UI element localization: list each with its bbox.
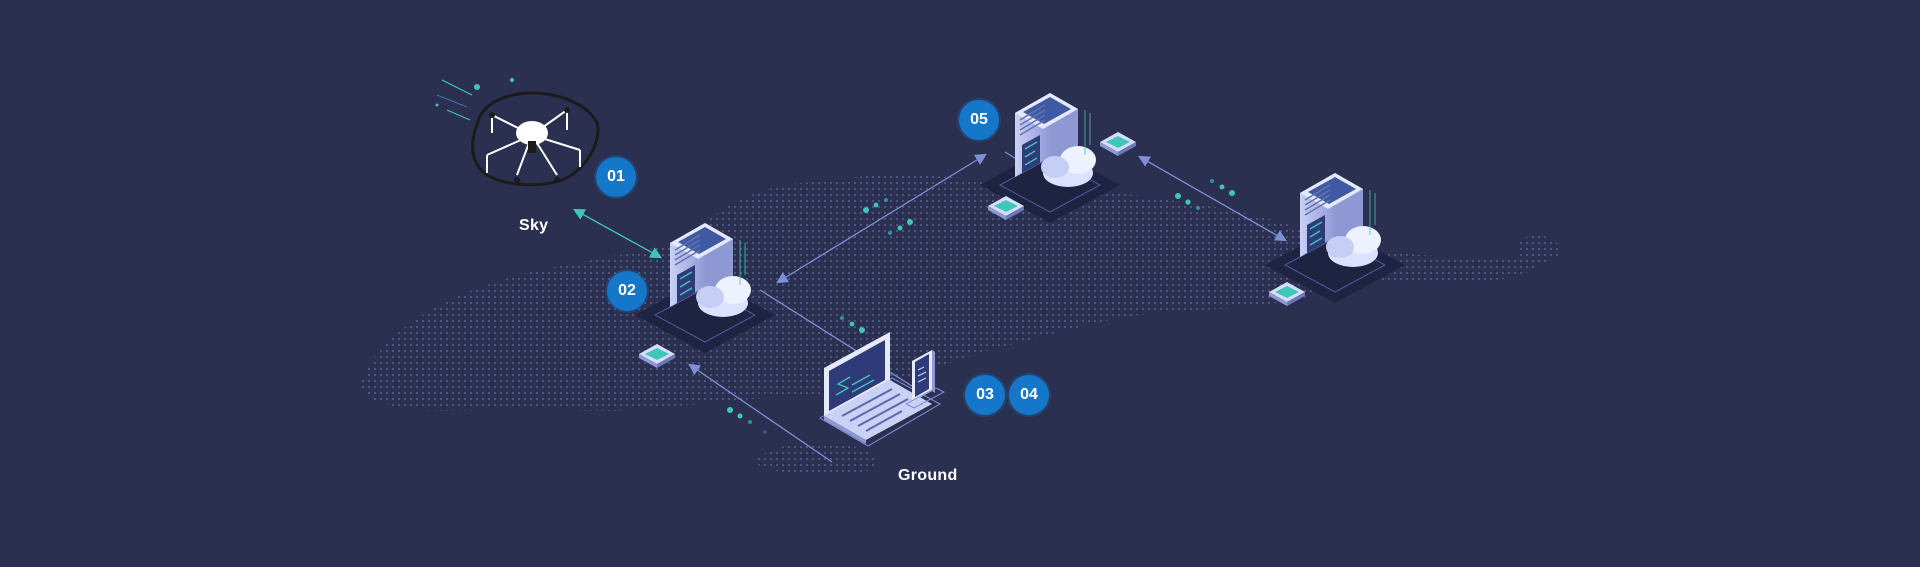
- server-link-arrow: [776, 153, 987, 284]
- chip-icon: [988, 196, 1024, 220]
- data-flow-dots: [727, 179, 1235, 434]
- cloud-icon: [696, 276, 751, 317]
- step-badge-05: 05: [959, 100, 999, 140]
- step-badge-03: 03: [965, 375, 1005, 415]
- step-badge-04: 04: [1009, 375, 1049, 415]
- server-icon: [635, 223, 775, 353]
- cloud-icon: [1326, 226, 1381, 267]
- laptop-icon: [818, 332, 942, 447]
- server-link-arrow-right: [1137, 155, 1288, 242]
- cloud-icon: [1041, 146, 1096, 187]
- phone-icon: [904, 350, 946, 409]
- step-badge-01: 01: [596, 157, 636, 197]
- sky-label: Sky: [519, 217, 549, 234]
- ground-link-arrow: [688, 363, 833, 463]
- chip-icon: [1100, 132, 1136, 156]
- ground-label: Ground: [898, 467, 958, 484]
- sky-link-arrow: [572, 208, 663, 259]
- chip-icon: [639, 344, 675, 368]
- step-badge-02: 02: [607, 271, 647, 311]
- server-icon: [1265, 173, 1405, 303]
- drone-icon: [435, 78, 600, 187]
- chip-icon: [1269, 282, 1305, 306]
